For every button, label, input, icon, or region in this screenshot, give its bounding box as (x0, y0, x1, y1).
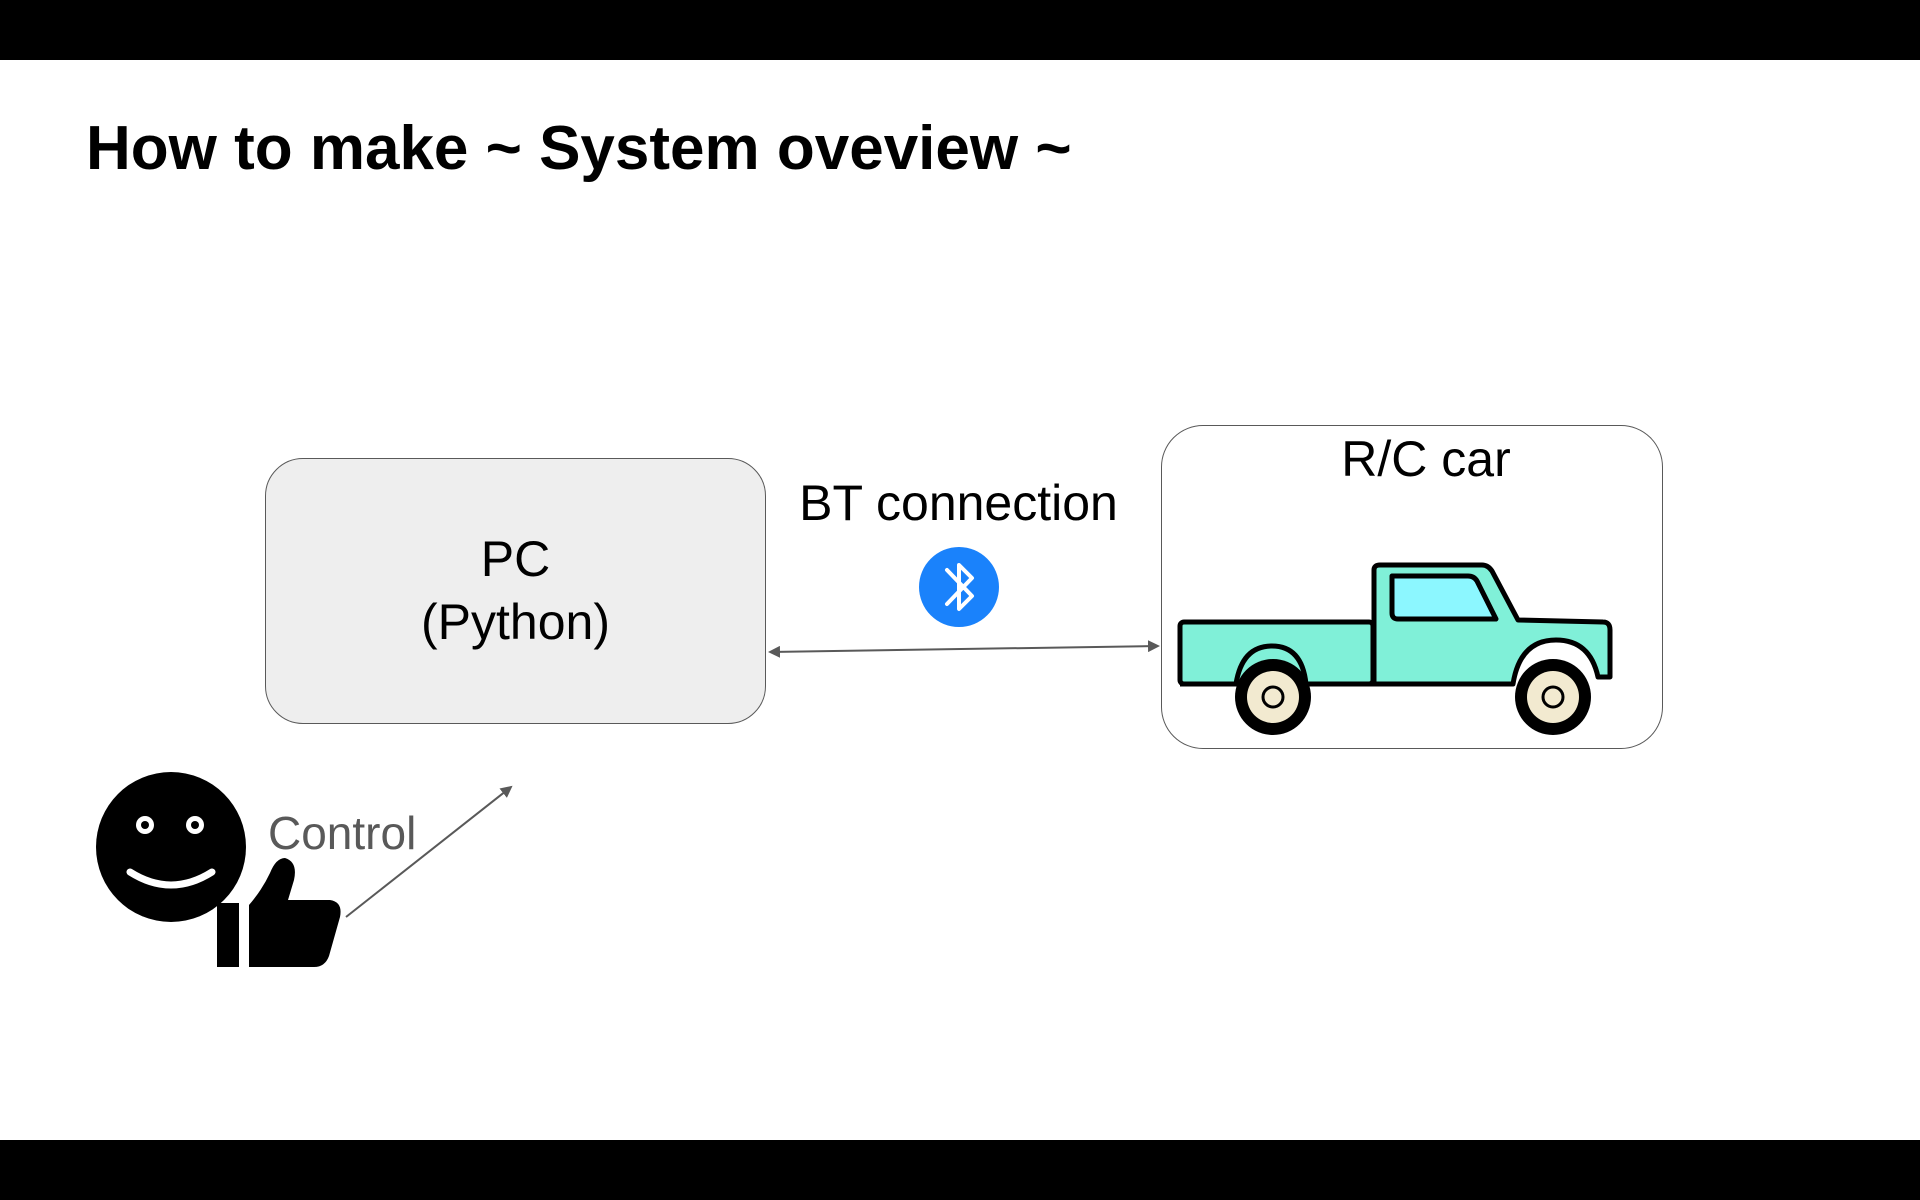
control-arrow (345, 785, 513, 918)
letterbox-bottom (0, 1140, 1920, 1200)
control-label: Control (268, 807, 417, 859)
rc-car-label-wrap: R/C car (1161, 424, 1691, 494)
pickup-truck-icon (1177, 562, 1613, 735)
page-title: How to make ~ System oveview ~ (86, 114, 1072, 183)
letterbox-top (0, 0, 1920, 60)
bt-connection-arrow (768, 640, 1160, 658)
smiley-face-icon (96, 772, 246, 922)
pc-box-label: PC (480, 531, 551, 587)
rc-car-label: R/C car (1341, 431, 1511, 487)
thumbs-up-icon (217, 858, 341, 967)
pc-box: PC (Python) (265, 458, 766, 724)
bt-connection-label: BT connection (799, 475, 1118, 531)
pc-box-sublabel: (Python) (421, 594, 610, 650)
bluetooth-icon (919, 547, 999, 627)
